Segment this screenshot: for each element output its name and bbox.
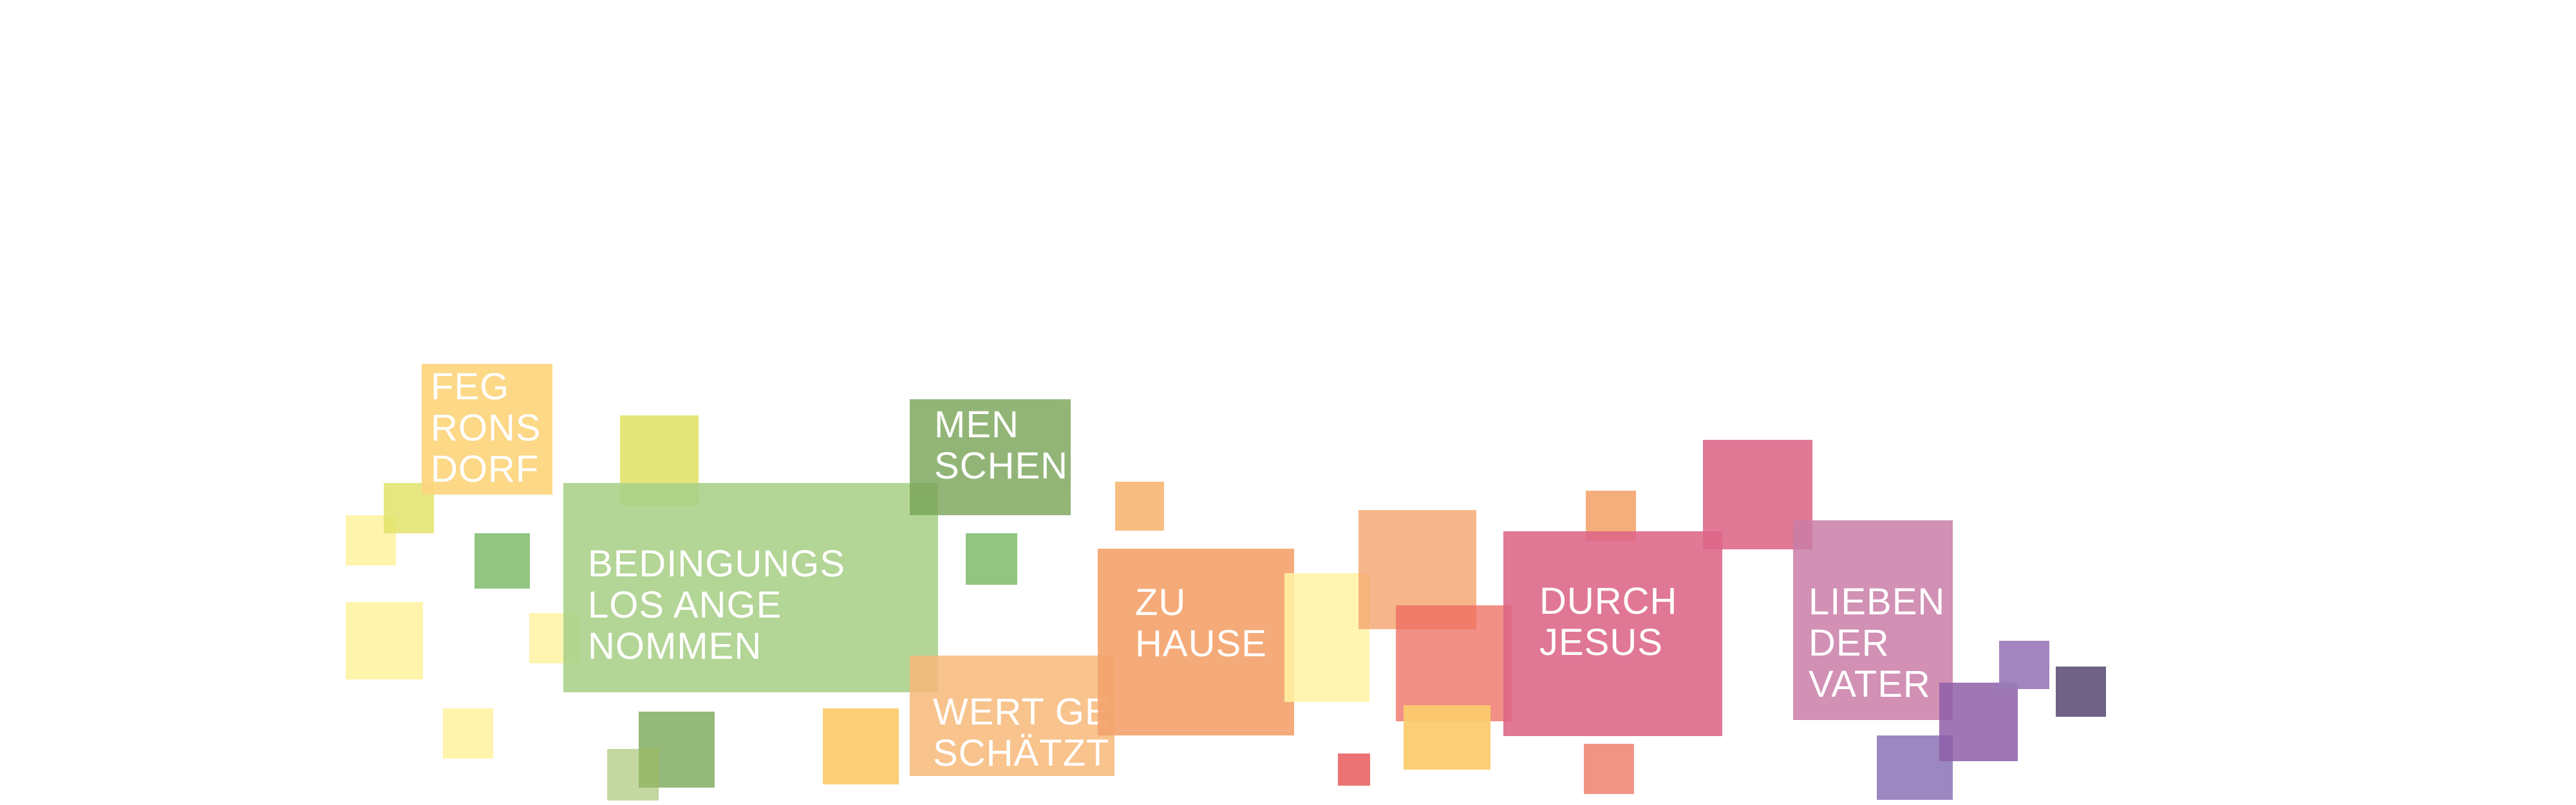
bedingungslos-text: BEDINGUNGS LOS ANGE NOMMEN (588, 544, 845, 667)
wert-line-1: WERT GE (933, 691, 1111, 733)
durchjesus-text: DURCH JESUS (1539, 581, 1677, 663)
deco-square (475, 533, 530, 589)
durch-line-1: DURCH (1539, 580, 1678, 622)
deco-square (1396, 605, 1512, 721)
bedingungs-line-3: NOMMEN (588, 625, 762, 667)
bedingungslos-angenommen-block: BEDINGUNGS LOS ANGE NOMMEN (563, 483, 938, 692)
liebender-line-1: LIEBEN (1809, 581, 1946, 623)
menschen-text: MEN SCHEN (934, 404, 1068, 487)
zuhause-block: ZU HAUSE (1098, 549, 1294, 735)
bedingungs-line-1: BEDINGUNGS (588, 543, 845, 585)
liebender-vater-block: LIEBEN DER VATER (1793, 520, 1953, 720)
feg-line-1: FEG (431, 366, 510, 408)
bedingungs-line-2: LOS ANGE (588, 584, 782, 626)
deco-square (823, 708, 899, 784)
zuhause-text: ZU HAUSE (1135, 582, 1267, 665)
deco-square (1115, 482, 1164, 531)
feg-line-2: RONS (431, 407, 541, 449)
deco-square (1584, 744, 1634, 794)
liebender-line-2: DER (1809, 622, 1890, 664)
durch-line-2: JESUS (1539, 621, 1663, 663)
liebender-line-3: VATER (1809, 663, 1931, 705)
zuhause-line-1: ZU (1135, 582, 1187, 623)
zuhause-line-2: HAUSE (1135, 623, 1267, 665)
deco-square (1404, 705, 1490, 770)
feg-line-3: DORF (431, 448, 540, 490)
deco-square (2056, 667, 2106, 717)
deco-square (1939, 683, 2018, 761)
deco-square (1999, 641, 2049, 689)
liebender-text: LIEBEN DER VATER (1809, 582, 1945, 705)
deco-square (966, 533, 1017, 585)
feg-ronsdorf-text: FEG RONS DORF (431, 366, 541, 490)
menschen-block: MEN SCHEN (910, 399, 1071, 515)
menschen-line-1: MEN (934, 404, 1019, 446)
wert-line-2: SCHÄTZT (933, 732, 1110, 774)
durchjesus-block: DURCH JESUS (1503, 531, 1722, 736)
deco-square (1338, 753, 1370, 786)
wertgeschaetzt-text: WERT GE SCHÄTZT (933, 692, 1111, 774)
menschen-line-2: SCHEN (934, 445, 1069, 487)
deco-square (607, 749, 659, 800)
feg-ronsdorf-block: FEG RONS DORF (422, 364, 552, 495)
deco-square (443, 708, 493, 759)
wertgeschaetzt-block: WERT GE SCHÄTZT (910, 656, 1114, 776)
deco-square (346, 602, 423, 679)
deco-square (1284, 573, 1369, 702)
